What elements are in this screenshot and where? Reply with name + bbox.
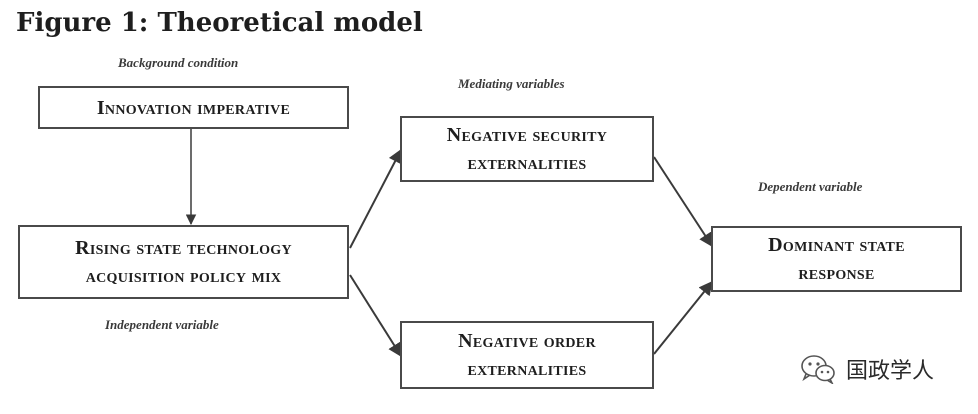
node-dominant-state-line2: response: [798, 262, 875, 284]
node-rising-state: Rising state technology acquisition poli…: [18, 225, 349, 299]
node-negative-order-line1: Negative order: [458, 330, 596, 352]
node-negative-security: Negative security externalities: [400, 116, 654, 182]
node-rising-state-line1: Rising state technology: [75, 237, 292, 259]
node-dominant-state: Dominant state response: [711, 226, 962, 292]
node-negative-security-line1: Negative security: [446, 124, 608, 146]
node-rising-state-line2: acquisition policy mix: [85, 265, 282, 287]
watermark-text: 国政学人: [846, 359, 935, 384]
arrow-rising-to-order: [349, 274, 402, 358]
background-condition-label: Background condition: [118, 55, 239, 70]
watermark: 国政学人: [800, 353, 934, 385]
wechat-icon: [801, 355, 835, 384]
independent-variable-label: Independent variable: [105, 317, 219, 332]
node-negative-order: Negative order externalities: [400, 321, 654, 389]
arrow-rising-to-security: [349, 148, 402, 249]
node-negative-security-line2: externalities: [467, 152, 587, 174]
mediating-variables-label: Mediating variables: [458, 76, 565, 91]
arrow-security-to-dominant: [653, 156, 713, 248]
node-innovation-imperative: Innovation imperative: [38, 86, 349, 129]
node-innovation-imperative-line1: Innovation imperative: [96, 96, 291, 119]
node-negative-order-line2: externalities: [467, 358, 587, 380]
figure-title: Figure 1: Theoretical model: [16, 8, 423, 38]
node-dominant-state-line1: Dominant state: [768, 234, 905, 256]
arrow-order-to-dominant: [653, 280, 713, 355]
dependent-variable-label: Dependent variable: [758, 179, 863, 194]
